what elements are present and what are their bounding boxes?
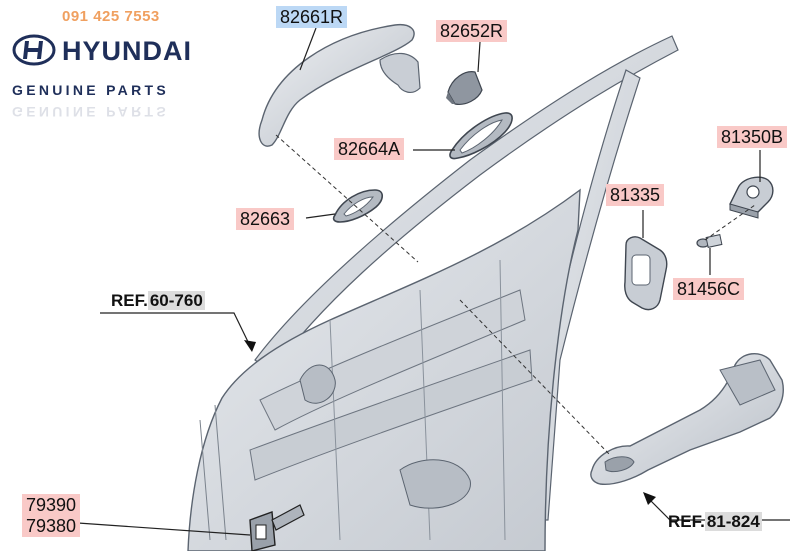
brand-tagline: GENUINE PARTS [12,82,169,98]
phone-number: 091 425 7553 [62,8,160,25]
brand-name: HYUNDAI [62,36,193,66]
ref-60-760-prefix: REF. [111,291,148,310]
handle-cap-part [446,71,483,105]
small-gasket-part [332,189,384,223]
ref-60-760-code: 60-760 [147,291,205,310]
ref-arrowheads [244,340,656,505]
screw-part [696,234,723,248]
handle-gasket-part [449,112,513,160]
callout-82664a: 82664A [334,138,405,160]
ref-81-824-code: 81-824 [704,512,762,531]
callout-81456c: 81456C [673,278,745,300]
callout-81335: 81335 [606,184,665,206]
ref-81-824-prefix: REF. [668,512,705,531]
door-inner-panel [187,188,581,551]
outside-handle-part [258,23,421,147]
handle-bracket-part [590,353,784,485]
callout-79380: 79380 [22,515,81,537]
ref-60-760: REF.60-760 [111,290,205,312]
callout-82661r: 82661R [276,6,348,28]
striker-plate-part [624,236,668,311]
callout-82652r: 82652R [436,20,508,42]
door-striker-part [729,176,774,219]
callout-82663: 82663 [236,208,295,230]
ref-81-824: REF.81-824 [668,511,762,533]
assembly-dashed-lines [275,134,756,456]
callout-81350b: 81350B [717,126,788,148]
callout-79390: 79390 [22,494,81,516]
door-hinge-part [249,504,305,551]
hyundai-logo-icon [12,34,56,66]
